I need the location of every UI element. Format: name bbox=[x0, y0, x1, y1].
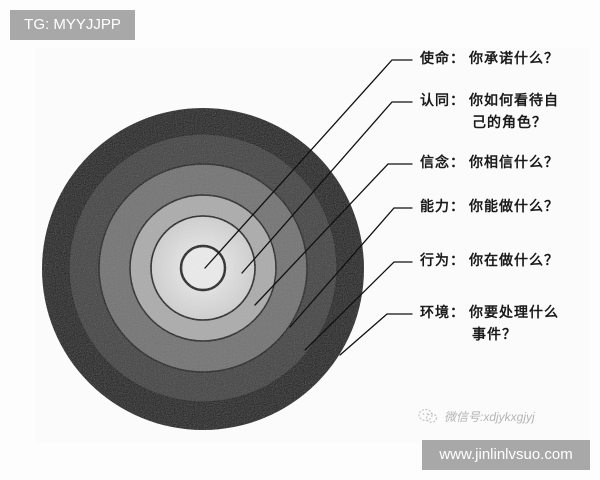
label-colon: ： bbox=[450, 93, 465, 109]
label-question: 你相信什么？ bbox=[469, 155, 559, 171]
wechat-id-text: 微信号:xdjykxgjyj bbox=[444, 409, 535, 424]
label-mission: 使命：你承诺什么？ bbox=[420, 48, 559, 70]
label-question: 你在做什么？ bbox=[469, 253, 559, 269]
label-environment: 环境：你要处理什么 事件？ bbox=[420, 302, 559, 346]
label-question: 你如何看待自 bbox=[469, 93, 559, 109]
leader-line-environment bbox=[339, 313, 413, 356]
label-term: 行为 bbox=[420, 253, 450, 269]
label-question-continued: 事件？ bbox=[472, 327, 517, 343]
label-question: 你能做什么？ bbox=[469, 199, 559, 215]
label-identity: 认同：你如何看待自 己的角色？ bbox=[420, 90, 559, 134]
label-term: 使命 bbox=[420, 51, 450, 67]
leader-line-mission bbox=[204, 59, 413, 269]
label-colon: ： bbox=[450, 305, 465, 321]
concentric-rings bbox=[42, 108, 364, 430]
ring-mission bbox=[179, 244, 227, 292]
label-colon: ： bbox=[450, 155, 465, 171]
label-colon: ： bbox=[450, 51, 465, 67]
label-question-continued: 己的角色？ bbox=[472, 115, 547, 131]
label-term: 认同 bbox=[420, 93, 450, 109]
label-colon: ： bbox=[450, 199, 465, 215]
label-question: 你要处理什么 bbox=[469, 305, 559, 321]
label-term: 信念 bbox=[420, 155, 450, 171]
label-question: 你承诺什么？ bbox=[469, 51, 559, 67]
label-colon: ： bbox=[450, 253, 465, 269]
leader-line-identity bbox=[241, 101, 413, 274]
leader-lines bbox=[204, 59, 413, 356]
label-term: 环境 bbox=[420, 305, 450, 321]
watermark-top-left: TG: MYYJJPP bbox=[10, 10, 135, 40]
wechat-icon bbox=[418, 408, 438, 424]
leader-line-capability bbox=[289, 207, 413, 328]
wechat-watermark: 微信号:xdjykxgjyj bbox=[418, 406, 535, 426]
label-capability: 能力：你能做什么？ bbox=[420, 196, 559, 218]
label-behavior: 行为：你在做什么？ bbox=[420, 250, 559, 272]
leader-line-belief bbox=[254, 163, 413, 306]
label-term: 能力 bbox=[420, 199, 450, 215]
leader-line-behavior bbox=[304, 261, 413, 351]
label-belief: 信念：你相信什么？ bbox=[420, 152, 559, 174]
watermark-bottom-right: www.jinlinlvsuo.com bbox=[422, 440, 590, 470]
